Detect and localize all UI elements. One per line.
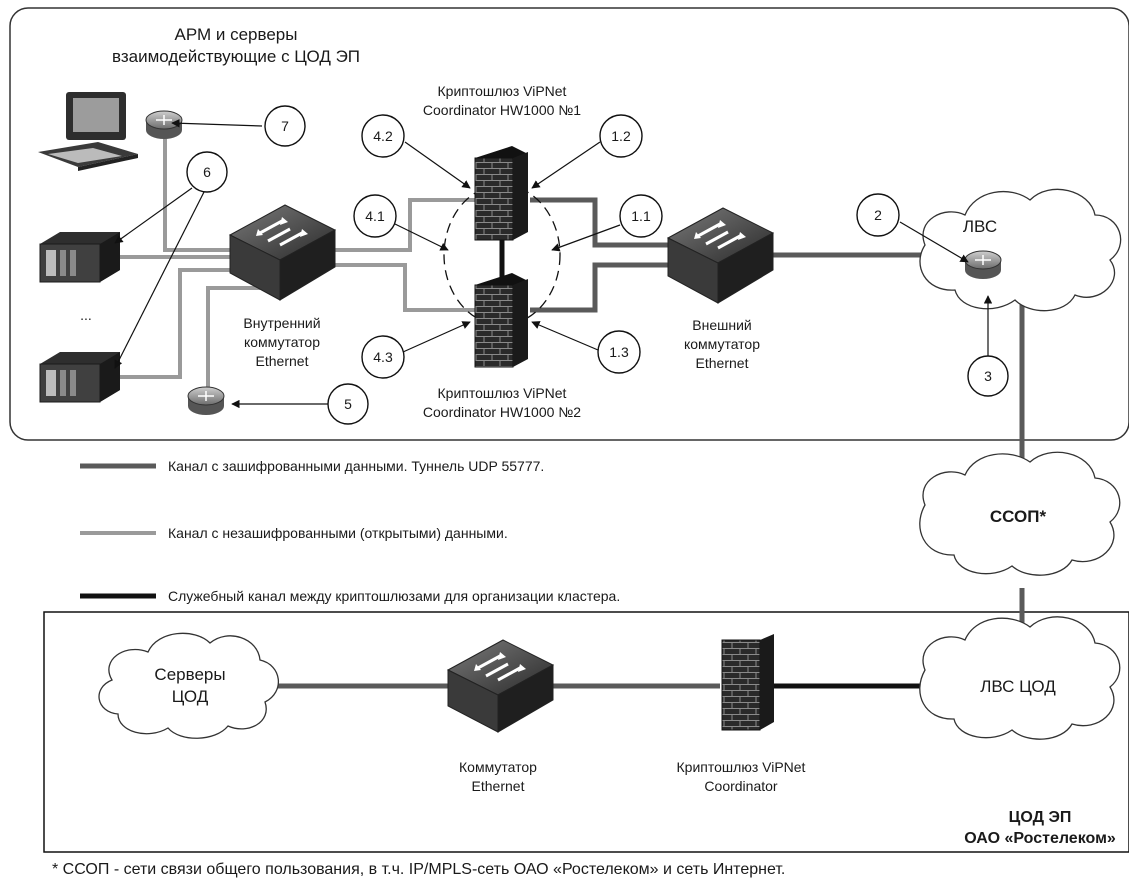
cloud-icon bbox=[98, 188, 1122, 740]
legend: Канал с зашифрованными данными. Туннель … bbox=[80, 458, 620, 604]
lan-cloud bbox=[919, 188, 1122, 312]
firewall-icon bbox=[474, 146, 774, 731]
callout-4-1: 4.1 bbox=[353, 194, 397, 238]
link-router7-switch bbox=[163, 128, 230, 252]
svg-text:3: 3 bbox=[984, 368, 992, 384]
callouts: 7 6 4.2 1.2 4.1 1.1 2 4.3 1.3 5 3 bbox=[186, 105, 1009, 425]
bottom-gateway-firewall bbox=[721, 634, 774, 731]
svg-text:7: 7 bbox=[281, 118, 289, 134]
callout-1-2: 1.2 bbox=[599, 114, 643, 158]
servers-cod-line2: ЦОД bbox=[172, 687, 209, 706]
svg-text:4.3: 4.3 bbox=[373, 349, 393, 365]
callout-5: 5 bbox=[327, 383, 369, 425]
footnote: * ССОП - сети связи общего пользования, … bbox=[52, 861, 785, 878]
svg-text:6: 6 bbox=[203, 164, 211, 180]
callout-1-3: 1.3 bbox=[597, 330, 641, 374]
router-lan bbox=[964, 250, 1002, 279]
pstn-cloud bbox=[919, 451, 1121, 576]
link-server2-switch bbox=[118, 268, 230, 379]
servers-ellipsis: ... bbox=[80, 307, 92, 323]
router-7 bbox=[145, 110, 183, 139]
svg-text:2: 2 bbox=[874, 207, 882, 223]
svg-text:1.3: 1.3 bbox=[609, 344, 629, 360]
link-switch-gw1 bbox=[330, 198, 475, 252]
external-switch-label-line3: Ethernet bbox=[696, 355, 749, 371]
gateway2-firewall bbox=[474, 273, 528, 368]
external-switch-label-line2: коммутатор bbox=[684, 336, 760, 352]
legend-encrypted: Канал с зашифрованными данными. Туннель … bbox=[168, 458, 544, 474]
workstation-icon bbox=[38, 92, 138, 171]
switch-icon bbox=[228, 204, 775, 733]
callout-3: 3 bbox=[967, 355, 1009, 397]
svg-text:4.2: 4.2 bbox=[373, 128, 393, 144]
callout-7: 7 bbox=[264, 105, 306, 147]
link-router5-switch bbox=[206, 286, 260, 395]
org-label-line2: ОАО «Ростелеком» bbox=[964, 830, 1116, 847]
bottom-switch-label-line2: Ethernet bbox=[472, 778, 525, 794]
internal-switch-label-line1: Внутренний bbox=[243, 315, 320, 331]
zone-title-line1: АРМ и серверы bbox=[175, 25, 298, 44]
gateway2-label-line1: Криптошлюз ViPNet bbox=[438, 385, 567, 401]
router-icon bbox=[145, 110, 1002, 415]
bottom-switch-label-line1: Коммутатор bbox=[459, 759, 537, 775]
svg-text:5: 5 bbox=[344, 396, 352, 412]
link-gw1-extswitch bbox=[530, 197, 668, 248]
bottom-zone-frame bbox=[43, 611, 1129, 853]
callout-4-3: 4.3 bbox=[361, 335, 405, 379]
callout-1-1: 1.1 bbox=[619, 194, 663, 238]
gateway1-firewall bbox=[474, 146, 528, 241]
gateway1-label-line2: Coordinator HW1000 №1 bbox=[423, 102, 581, 118]
external-switch bbox=[666, 207, 775, 304]
internal-switch bbox=[228, 204, 337, 301]
server-2 bbox=[39, 352, 120, 403]
bottom-gateway-label-line2: Coordinator bbox=[704, 778, 777, 794]
server-1 bbox=[39, 232, 120, 283]
zone-title-line2: взаимодействующие с ЦОД ЭП bbox=[112, 47, 360, 66]
gateway1-label-line1: Криптошлюз ViPNet bbox=[438, 83, 567, 99]
legend-unencrypted: Канал с незашифрованными (открытыми) дан… bbox=[168, 525, 508, 541]
callout-arrows bbox=[114, 119, 993, 409]
bottom-gateway-label-line1: Криптошлюз ViPNet bbox=[677, 759, 806, 775]
server-icon bbox=[39, 232, 120, 403]
callout-4-2: 4.2 bbox=[361, 114, 405, 158]
svg-text:4.1: 4.1 bbox=[365, 208, 385, 224]
pstn-label: ССОП* bbox=[990, 507, 1047, 526]
top-zone-frame bbox=[9, 7, 1129, 441]
external-switch-label-line1: Внешний bbox=[692, 317, 751, 333]
lan-label: ЛВС bbox=[963, 217, 997, 236]
gateway2-label-line2: Coordinator HW1000 №2 bbox=[423, 404, 581, 420]
legend-service: Служебный канал между криптошлюзами для … bbox=[168, 588, 620, 604]
svg-text:1.2: 1.2 bbox=[611, 128, 631, 144]
lancod-label: ЛВС ЦОД bbox=[980, 677, 1056, 696]
servers-cod-line1: Серверы bbox=[154, 665, 225, 684]
link-gw2-extswitch bbox=[530, 262, 668, 313]
encrypted-links bbox=[250, 197, 1025, 689]
link-switch-gw2 bbox=[330, 263, 475, 312]
svg-text:1.1: 1.1 bbox=[631, 208, 651, 224]
router-5 bbox=[187, 386, 225, 415]
servers-cod-cloud bbox=[98, 632, 280, 739]
unencrypted-links bbox=[118, 128, 475, 395]
lancod-cloud bbox=[919, 616, 1121, 740]
org-label-line1: ЦОД ЭП bbox=[1009, 809, 1072, 826]
internal-switch-label-line2: коммутатор bbox=[244, 334, 320, 350]
internal-switch-label-line3: Ethernet bbox=[256, 353, 309, 369]
callout-2: 2 bbox=[856, 193, 900, 237]
callout-6: 6 bbox=[186, 151, 228, 193]
bottom-switch bbox=[446, 639, 555, 733]
